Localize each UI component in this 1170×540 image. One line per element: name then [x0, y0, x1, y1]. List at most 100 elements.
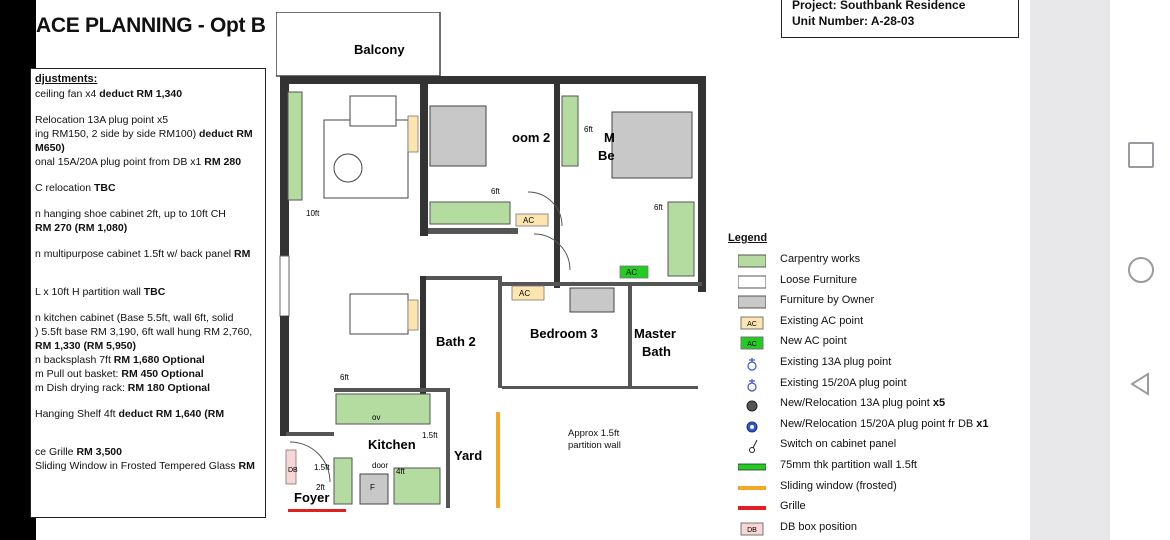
adjustment-text: Sliding Window in Frosted Tempered Glass	[35, 460, 239, 472]
legend-item-switch: Switch on cabinet panel	[728, 437, 1028, 455]
wall-left-opening	[279, 255, 290, 317]
dim-6ft-master-wardrobe: 6ft	[654, 203, 664, 212]
label-master-bed-b: Be	[598, 148, 615, 163]
legend-label: New/Relocation 13A plug point x5	[780, 397, 946, 410]
tag-ac-master: AC	[626, 268, 637, 277]
wall-left-lower	[280, 316, 289, 436]
foyer-cabinet	[333, 457, 353, 505]
partition-annotation: Approx 1.5ft partition wall	[568, 428, 621, 452]
adjustment-gap	[35, 261, 259, 273]
legend-label: 75mm thk partition wall 1.5ft	[780, 459, 917, 471]
back-button[interactable]	[1128, 371, 1154, 397]
label-kitchen: Kitchen	[368, 437, 416, 452]
adjustment-line: m Pull out basket: RM 450 Optional	[35, 367, 259, 381]
sliding-window	[496, 412, 500, 508]
tag-db: DB	[288, 467, 298, 474]
door-arc-room2	[527, 191, 563, 227]
label-bedroom3: Bedroom 3	[530, 326, 598, 341]
project-name: Project: Southbank Residence	[792, 0, 966, 12]
cabinet-master	[561, 95, 579, 167]
recents-button[interactable]	[1128, 142, 1154, 168]
annotation-line1: Approx 1.5ft	[568, 428, 620, 439]
legend-label: DB box position	[780, 520, 858, 533]
label-master-bed-a: M	[604, 130, 615, 145]
adjustment-line: onal 15A/20A plug point from DB x1 RM 28…	[35, 155, 259, 169]
dim-4ft: 4ft	[396, 467, 406, 476]
wall-left-upper	[280, 76, 289, 256]
dim-2ft: 2ft	[316, 483, 326, 492]
wall-top	[280, 76, 706, 84]
project-info-box: Project: Southbank Residence Unit Number…	[781, 0, 1019, 38]
legend-label: Switch on cabinet panel	[780, 438, 897, 451]
ac-room2	[515, 213, 549, 227]
adjustment-gap	[35, 299, 259, 311]
shoe-cabinet	[287, 91, 303, 201]
ac-master-new	[619, 265, 649, 279]
legend-label: Grille	[780, 500, 806, 513]
legend-item-carpentry: Carpentry works	[728, 252, 1028, 270]
adjustment-gap	[35, 433, 259, 445]
wall-master-left	[554, 76, 560, 288]
adjustment-text: n multipurpose cabinet 1.5ft w/ back pan…	[35, 248, 235, 260]
adjustment-line: L x 10ft H partition wall TBC	[35, 285, 259, 299]
coffee-table	[333, 153, 363, 183]
label-balcony: Balcony	[354, 42, 405, 57]
adjustment-line: n kitchen cabinet (Base 5.5ft, wall 6ft,…	[35, 311, 259, 325]
wall-bath2-left	[420, 276, 426, 394]
wall-yard-left	[446, 388, 450, 508]
label-master-bath-b: Bath	[642, 344, 671, 359]
adjustment-text: ceiling fan x4	[35, 88, 100, 100]
adjustment-line: C relocation TBC	[35, 181, 259, 195]
adjustment-price: RM 280	[204, 156, 242, 168]
adjustment-text: C relocation	[35, 182, 94, 194]
adjustment-text: m Pull out basket:	[35, 368, 122, 380]
door-arc-master	[533, 233, 571, 271]
adjustment-line: n hanging shoe cabinet 2ft, up to 10ft C…	[35, 207, 259, 221]
adjustment-price: TBC	[143, 286, 166, 298]
legend-item-partition: 75mm thk partition wall 1.5ft	[728, 458, 1028, 476]
adjustment-gap	[35, 273, 259, 285]
adjustment-text: L x 10ft H partition wall	[35, 286, 144, 298]
home-button[interactable]	[1128, 257, 1154, 283]
switch-icon	[749, 440, 758, 454]
adjustment-line: n backsplash 7ft RM 1,680 Optional	[35, 353, 259, 367]
adjustment-line: ce Grille RM 3,500	[35, 445, 259, 459]
adjustment-gap	[35, 169, 259, 181]
adjustment-line: ceiling fan x4 deduct RM 1,340	[35, 87, 259, 101]
wall-bath2-top	[426, 276, 500, 280]
adjustment-price: deduct RM	[199, 128, 253, 140]
kitchen-base	[393, 467, 441, 505]
label-ov: ov	[372, 413, 380, 422]
wall-mbath-left	[628, 282, 632, 388]
newplug15-icon	[746, 421, 758, 433]
adjustment-line: Hanging Shelf 4ft deduct RM 1,640 (RM	[35, 407, 259, 421]
sofa	[323, 119, 409, 199]
tag-ac-room2: AC	[523, 216, 534, 225]
adjustment-text: onal 15A/20A plug point from DB x1	[35, 156, 205, 168]
adjustment-price: RM 3,500	[76, 446, 122, 458]
legend-label: Carpentry works	[780, 253, 861, 265]
bed-room2	[429, 105, 487, 167]
adjustment-price: RM 450 Optional	[121, 368, 204, 380]
adjustment-price: RM	[238, 460, 255, 472]
adjustment-line: RM 1,330 (RM 5,950)	[35, 339, 259, 353]
sofa-back	[349, 95, 397, 127]
label-bath2: Bath 2	[436, 334, 476, 349]
adjustment-text: ing RM150, 2 side by side RM100)	[35, 128, 199, 140]
legend-label: Furniture by Owner	[780, 294, 875, 307]
adjustment-line: ) 5.5ft base RM 3,190, 6ft wall hung RM …	[35, 325, 259, 339]
adjustment-line: n multipurpose cabinet 1.5ft w/ back pan…	[35, 247, 259, 261]
kitchen-cabinet	[335, 393, 431, 425]
adjustment-line: Sliding Window in Frosted Tempered Glass…	[35, 459, 259, 473]
adjustment-text: n backsplash 7ft	[35, 354, 114, 366]
dim-6ft-room2: 6ft	[491, 187, 501, 196]
legend-item-plug15: Existing 15/20A plug point	[728, 376, 1028, 394]
legend-label: Sliding window (frosted)	[780, 479, 897, 492]
adjustment-price: deduct RM 1,340	[99, 88, 183, 100]
dim-6ft-kitchen: 6ft	[340, 373, 350, 382]
adjustment-text: n kitchen cabinet (Base 5.5ft, wall 6ft,…	[35, 312, 234, 324]
dim-1-5ft-kitchen: 1.5ft	[422, 431, 438, 440]
